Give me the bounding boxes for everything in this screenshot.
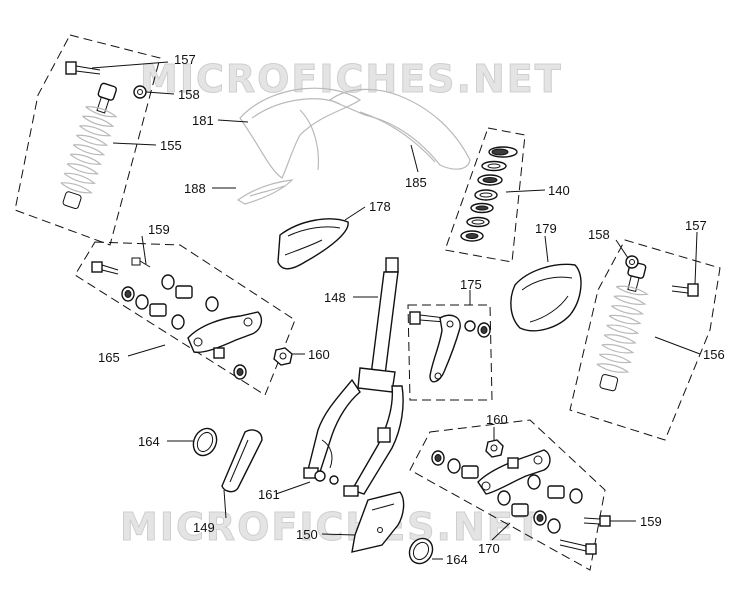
link-assembly-left bbox=[74, 241, 296, 396]
label-164-left: 164 bbox=[138, 434, 160, 449]
label-188: 188 bbox=[184, 181, 206, 196]
label-159-left: 159 bbox=[148, 222, 170, 237]
label-158-left: 158 bbox=[178, 87, 200, 102]
link-assembly-right bbox=[409, 419, 611, 571]
fork-guard-150 bbox=[351, 491, 405, 553]
label-160-right: 160 bbox=[486, 412, 508, 427]
label-165: 165 bbox=[98, 350, 120, 365]
bracket-assembly bbox=[407, 304, 493, 401]
watermark-bottom: MICROFICHES.NET bbox=[120, 505, 543, 549]
left-shock-absorber bbox=[14, 34, 161, 246]
label-158-right: 158 bbox=[588, 227, 610, 242]
label-150: 150 bbox=[296, 527, 318, 542]
right-shock-absorber bbox=[569, 239, 721, 441]
label-140: 140 bbox=[548, 183, 570, 198]
cap-164-bottom bbox=[408, 537, 434, 565]
cap-164-left bbox=[192, 427, 218, 457]
label-175: 175 bbox=[460, 277, 482, 292]
front-fork bbox=[303, 257, 404, 497]
steering-bearing-set bbox=[444, 127, 526, 263]
label-160-left: 160 bbox=[308, 347, 330, 362]
nut-160-left bbox=[273, 347, 293, 366]
label-185: 185 bbox=[405, 175, 427, 190]
callout-labels: 157 158 155 181 185 188 140 178 159 179 … bbox=[98, 52, 725, 567]
label-155: 155 bbox=[160, 138, 182, 153]
label-159-right: 159 bbox=[640, 514, 662, 529]
label-170: 170 bbox=[478, 541, 500, 556]
label-161: 161 bbox=[258, 487, 280, 502]
label-149: 149 bbox=[193, 520, 215, 535]
fork-cover-right bbox=[510, 263, 582, 332]
label-181: 181 bbox=[192, 113, 214, 128]
front-fender bbox=[239, 87, 471, 179]
label-164-bottom: 164 bbox=[446, 552, 468, 567]
leader-lines bbox=[91, 61, 701, 560]
label-179: 179 bbox=[535, 221, 557, 236]
label-156: 156 bbox=[703, 347, 725, 362]
label-157-left: 157 bbox=[174, 52, 196, 67]
watermark-top: MICROFICHES.NET bbox=[140, 57, 563, 101]
label-178: 178 bbox=[369, 199, 391, 214]
label-148: 148 bbox=[324, 290, 346, 305]
fork-guard-149 bbox=[221, 429, 263, 493]
label-157-right: 157 bbox=[685, 218, 707, 233]
fender-emblem bbox=[236, 179, 294, 205]
fork-cover-left bbox=[277, 218, 349, 270]
